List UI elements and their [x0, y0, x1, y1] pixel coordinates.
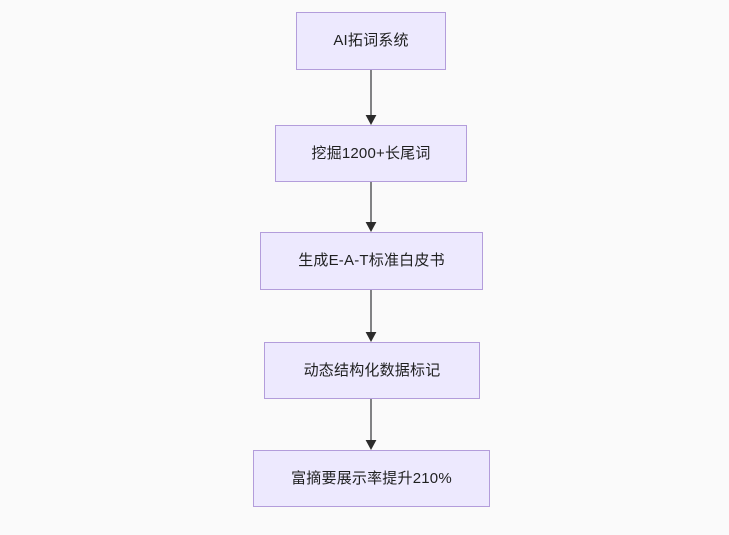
flowchart-node-n4[interactable]: 动态结构化数据标记: [264, 342, 480, 399]
flowchart-node-label: 挖掘1200+长尾词: [311, 144, 431, 162]
arrowhead-icon: [365, 440, 377, 450]
flowchart-node-n3[interactable]: 生成E-A-T标准白皮书: [260, 232, 483, 290]
flowchart-node-n1[interactable]: AI拓词系统: [296, 12, 446, 70]
flowchart-node-n2[interactable]: 挖掘1200+长尾词: [275, 125, 467, 182]
arrowhead-icon: [365, 222, 377, 232]
edge-n4-n5: [365, 399, 377, 450]
edge-n1-n2: [365, 70, 377, 125]
flowchart-node-label: AI拓词系统: [333, 32, 409, 49]
arrowhead-icon: [365, 332, 377, 342]
edge-n2-n3: [365, 182, 377, 232]
arrowhead-icon: [365, 115, 377, 125]
flowchart-node-label: 生成E-A-T标准白皮书: [298, 252, 445, 269]
flowchart-node-label: 动态结构化数据标记: [303, 361, 441, 379]
flowchart-node-label: 富摘要展示率提升210%: [291, 469, 452, 487]
edge-n3-n4: [365, 290, 377, 342]
flowchart-node-n5[interactable]: 富摘要展示率提升210%: [253, 450, 490, 507]
